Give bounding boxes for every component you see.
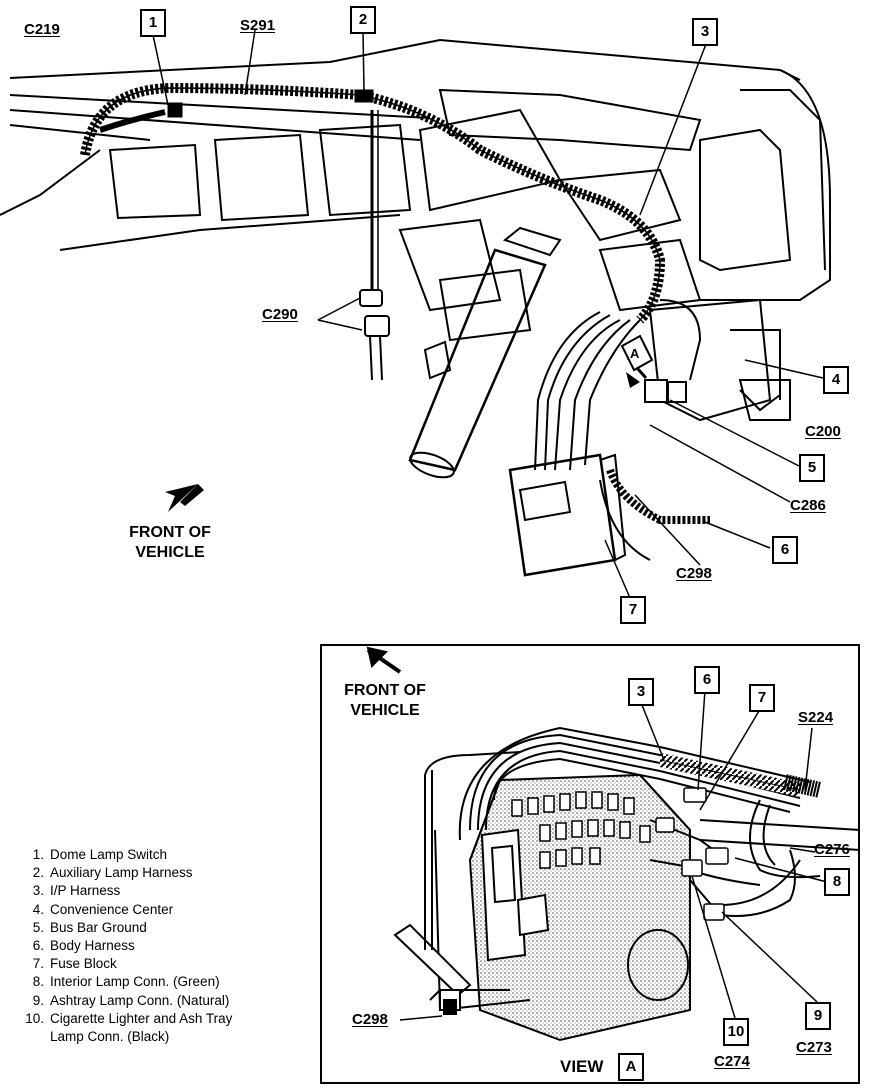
connector-c273-label: C273 (796, 1039, 832, 1056)
legend-item: 1.Dome Lamp Switch (32, 847, 168, 862)
view-a-title-letter: A (618, 1053, 644, 1081)
legend-item: 4.Convenience Center (32, 901, 174, 917)
view-a-callout-7: 7 (749, 684, 775, 712)
view-a-callout-6: 6 (694, 666, 720, 694)
view-a-pointer-letter: A (630, 346, 640, 361)
legend-item-continuation: Lamp Conn. (Black) (50, 1029, 170, 1045)
connector-s224-label: S224 (798, 709, 834, 726)
leader-lines-view-a (399, 689, 828, 1021)
legend-item: 3.I/P Harness (32, 883, 121, 899)
leader-lines-top (152, 29, 824, 599)
legend-item: 10.Cigarette Lighter and Ash Tray (25, 1010, 233, 1026)
harness-bundles-view-a (458, 726, 822, 917)
view-a-callout-8: 8 (824, 868, 850, 896)
callout-4: 4 (823, 366, 849, 394)
connector-c298-view-a-label: C298 (352, 1011, 388, 1028)
front-of-vehicle-label-view-a: FRONT OF VEHICLE (344, 682, 426, 719)
view-a-drawing (366, 646, 861, 1042)
connector-c219-label: C219 (24, 21, 60, 38)
connector-c298-label: C298 (676, 565, 712, 582)
view-a-title: VIEW (560, 1057, 604, 1076)
connector-c274-label: C274 (714, 1053, 750, 1070)
view-a-connectors (655, 787, 729, 921)
harness-bundles-top (80, 82, 710, 561)
view-a-marker (620, 334, 654, 372)
front-arrow-top (165, 484, 204, 512)
view-a-callout-3: 3 (628, 678, 654, 706)
callout-7: 7 (620, 596, 646, 624)
callout-6: 6 (772, 536, 798, 564)
legend-item: 8.Interior Lamp Conn. (Green) (32, 974, 220, 990)
callout-3: 3 (692, 18, 718, 46)
connector-s291-label: S291 (240, 17, 276, 34)
legend-item: 9.Ashtray Lamp Conn. (Natural) (32, 992, 230, 1008)
connector-c276-label: C276 (814, 841, 850, 858)
legend-item: 5.Bus Bar Ground (32, 919, 147, 935)
callout-5: 5 (799, 454, 825, 482)
legend-list: 1.Dome Lamp Switch 2.Auxiliary Lamp Harn… (20, 846, 232, 1046)
callout-1: 1 (140, 9, 166, 37)
legend-item: 7.Fuse Block (32, 956, 117, 972)
connector-c290-label: C290 (262, 306, 298, 323)
connector-c286-label: C286 (790, 497, 826, 514)
view-a-frame (320, 644, 860, 1084)
callout-2: 2 (350, 6, 376, 34)
connector-c200-label: C200 (805, 423, 841, 440)
view-a-callout-9: 9 (805, 1002, 831, 1030)
front-of-vehicle-label-top: FRONT OF VEHICLE (129, 524, 211, 561)
view-a-callout-10: 10 (723, 1018, 749, 1046)
legend-item: 2.Auxiliary Lamp Harness (32, 865, 193, 881)
legend-item: 6.Body Harness (32, 938, 135, 954)
